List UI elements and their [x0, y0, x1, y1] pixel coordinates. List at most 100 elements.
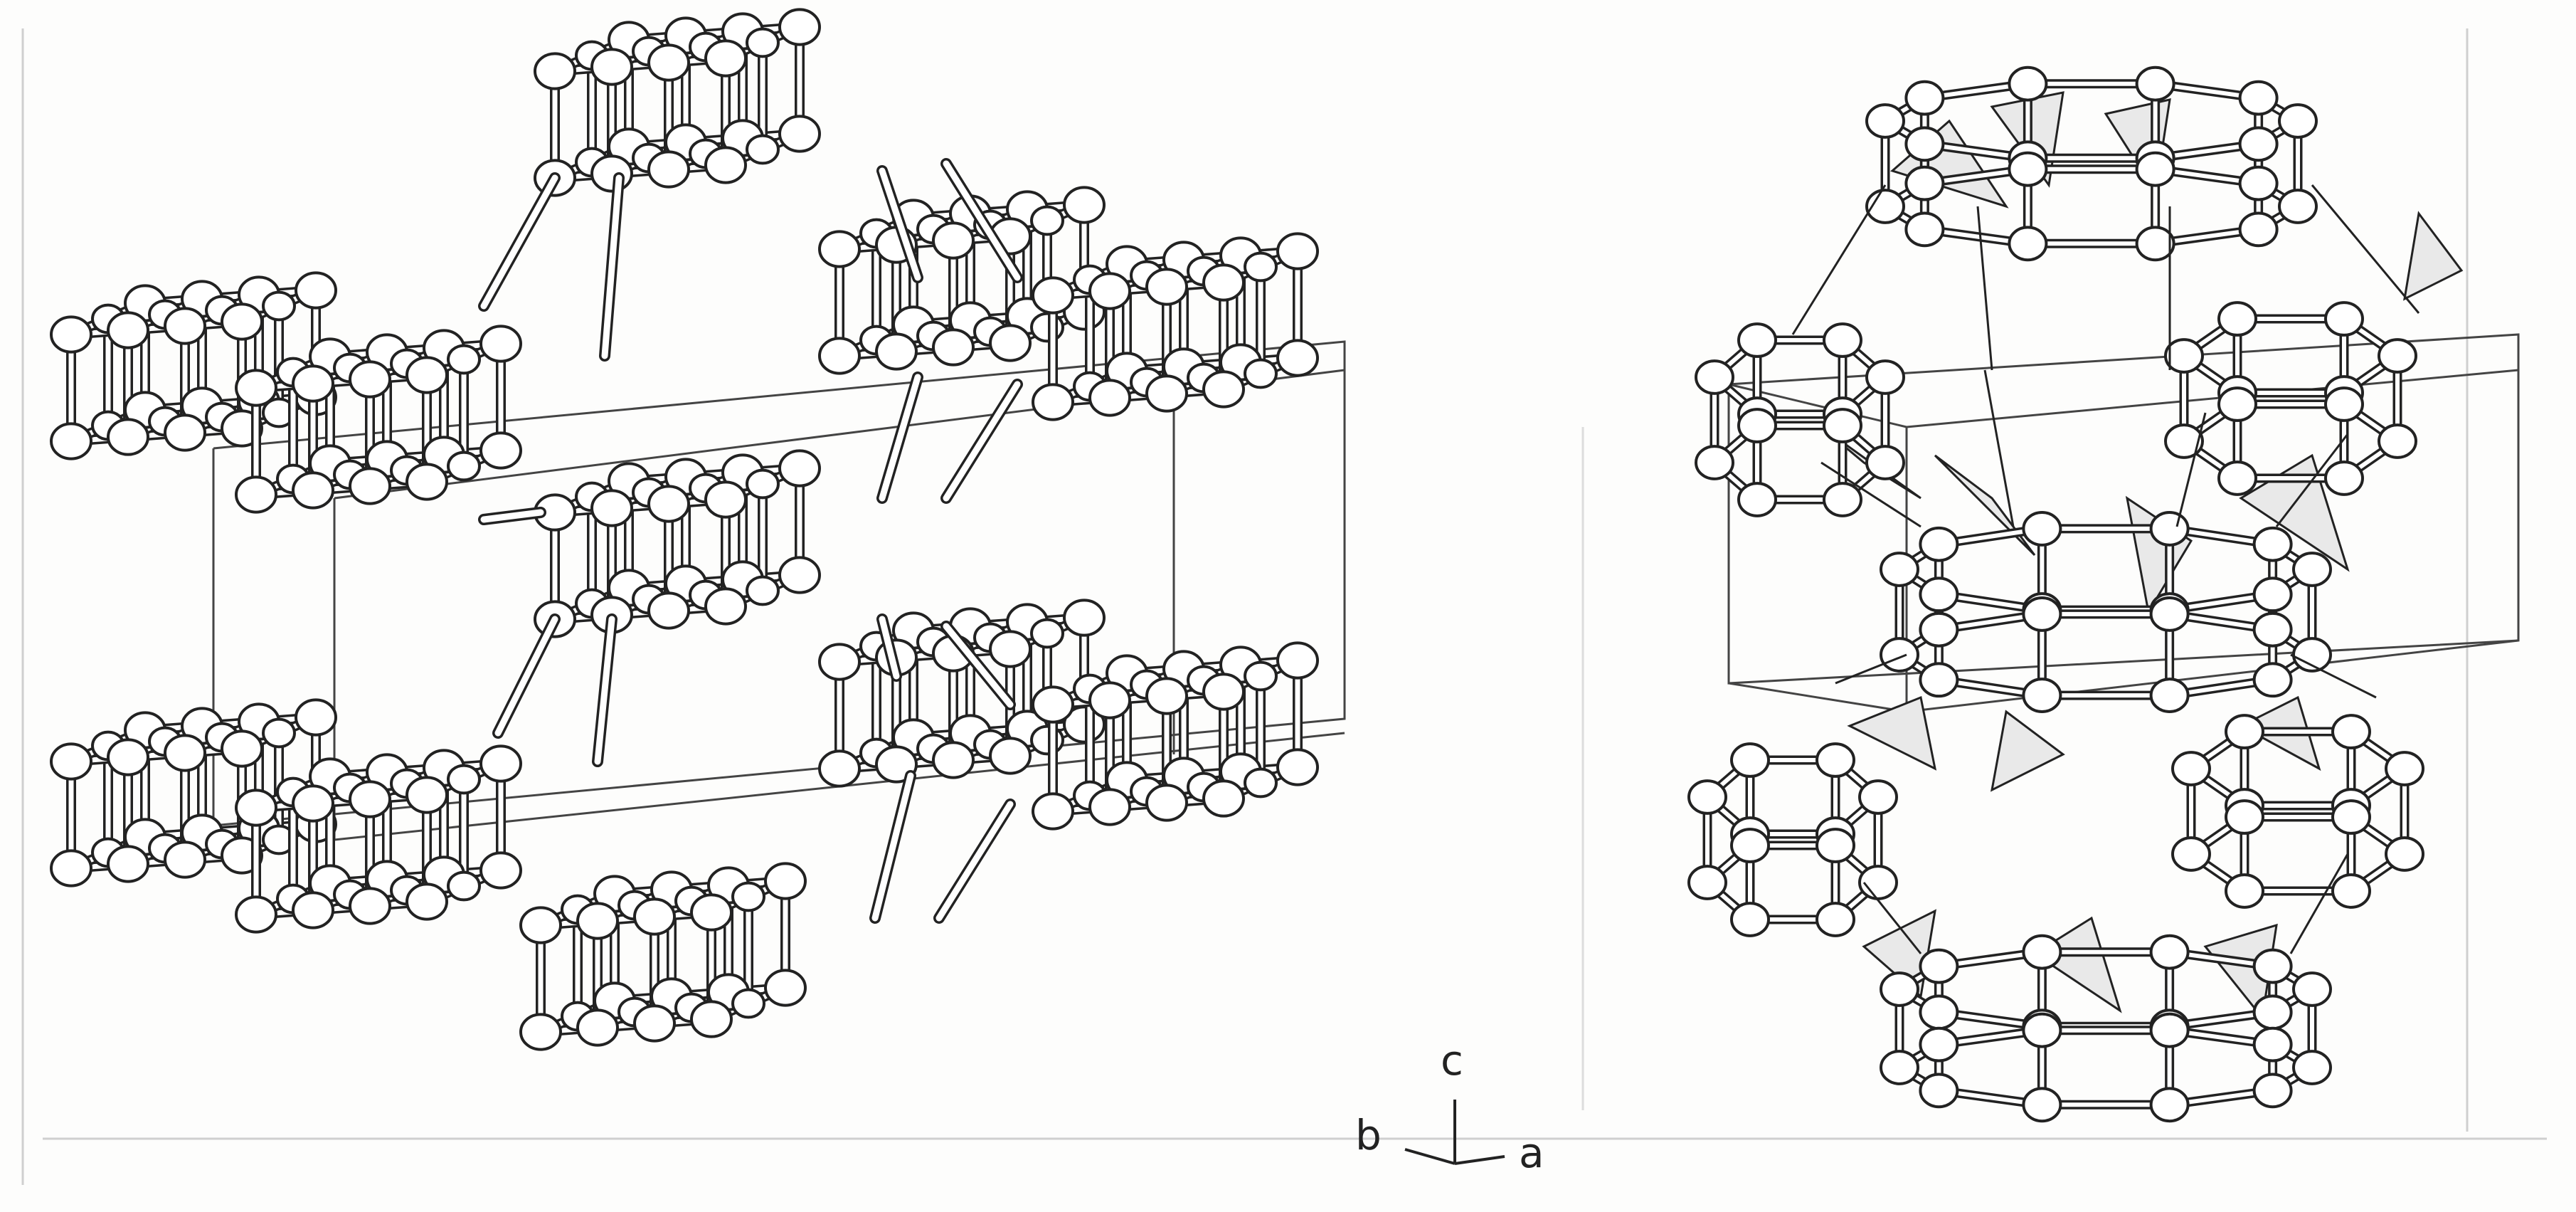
atom	[2149, 678, 2190, 713]
atom	[2164, 423, 2204, 459]
ring	[2171, 714, 2424, 909]
atom	[292, 364, 334, 403]
atom	[746, 575, 780, 606]
atom	[1088, 788, 1131, 826]
atom	[1880, 971, 1919, 1007]
atom	[406, 463, 448, 501]
atom	[2378, 338, 2417, 374]
atom	[576, 902, 619, 940]
axis-label-a: a	[1519, 1129, 1544, 1177]
atom	[107, 738, 149, 776]
atom	[2022, 678, 2062, 713]
axis-label-c: c	[1441, 1036, 1463, 1085]
atom	[2217, 301, 2257, 337]
atom	[818, 749, 861, 788]
thin-link	[1791, 184, 1887, 335]
atom	[50, 849, 92, 887]
atom	[1823, 322, 1862, 358]
thin-link	[1983, 369, 2015, 527]
atom	[1145, 268, 1188, 306]
atom	[1919, 611, 1959, 648]
atom	[1276, 641, 1319, 680]
atom	[1737, 482, 1777, 517]
atom	[1919, 662, 1959, 698]
atom	[1202, 673, 1245, 711]
atom	[107, 311, 149, 349]
atom	[295, 698, 337, 737]
atom	[932, 741, 975, 779]
atom	[1687, 865, 1727, 900]
bond-core	[879, 374, 921, 502]
atom	[1032, 685, 1074, 724]
atom	[447, 870, 481, 902]
atom	[519, 906, 562, 944]
bond-core	[601, 174, 622, 359]
page-frame	[21, 28, 2547, 1185]
atom	[731, 988, 765, 1019]
atom	[704, 146, 747, 184]
thin-link	[2290, 653, 2377, 699]
ring	[1687, 742, 1898, 937]
atom	[590, 154, 633, 193]
atom	[690, 1000, 733, 1038]
atom	[479, 431, 522, 470]
atom	[1737, 322, 1777, 358]
atom	[406, 882, 448, 921]
atom	[107, 845, 149, 883]
atom	[1919, 526, 1959, 562]
atom	[2292, 971, 2332, 1007]
ring	[1865, 65, 2318, 262]
atom	[2164, 338, 2204, 374]
atom	[1202, 779, 1245, 818]
atom	[1865, 103, 1905, 139]
atom	[479, 744, 522, 783]
atom	[1063, 186, 1106, 224]
atom	[349, 467, 391, 505]
atom	[1276, 339, 1319, 377]
atom	[647, 485, 690, 523]
ring	[1695, 322, 1905, 517]
bond-core	[879, 616, 900, 680]
bond-core	[943, 623, 1014, 708]
atom	[2008, 151, 2048, 187]
atom	[447, 764, 481, 795]
atom	[2238, 126, 2279, 162]
ring	[1880, 934, 2332, 1123]
atom	[1858, 779, 1898, 815]
atom	[1695, 445, 1734, 480]
atom	[349, 780, 391, 818]
bond-core	[935, 801, 1014, 922]
atom	[2022, 1012, 2062, 1048]
atom	[633, 1004, 676, 1043]
atom	[1880, 552, 1919, 587]
atom	[262, 290, 296, 322]
atom	[534, 52, 576, 90]
cage	[534, 8, 821, 197]
atom	[2252, 662, 2293, 698]
left-cage-links	[478, 158, 1023, 924]
atom	[818, 337, 861, 375]
atom	[1030, 724, 1064, 756]
thin-link	[2289, 853, 2349, 954]
atom	[1145, 677, 1188, 715]
atom	[164, 413, 206, 452]
atom	[989, 630, 1032, 668]
atom	[50, 742, 92, 781]
atom	[2385, 836, 2424, 872]
bond-core	[594, 616, 615, 765]
bond-core	[480, 509, 544, 523]
atom	[164, 734, 206, 772]
atom	[1880, 1050, 1919, 1085]
atom	[406, 356, 448, 394]
atom	[1823, 408, 1862, 443]
atom	[349, 887, 391, 925]
atom	[1904, 211, 1945, 248]
atom	[2238, 165, 2279, 201]
atom	[1880, 637, 1919, 673]
atom	[349, 360, 391, 399]
atom	[2331, 799, 2371, 835]
atom	[2022, 934, 2062, 970]
atom	[1063, 599, 1106, 637]
atom	[406, 776, 448, 814]
